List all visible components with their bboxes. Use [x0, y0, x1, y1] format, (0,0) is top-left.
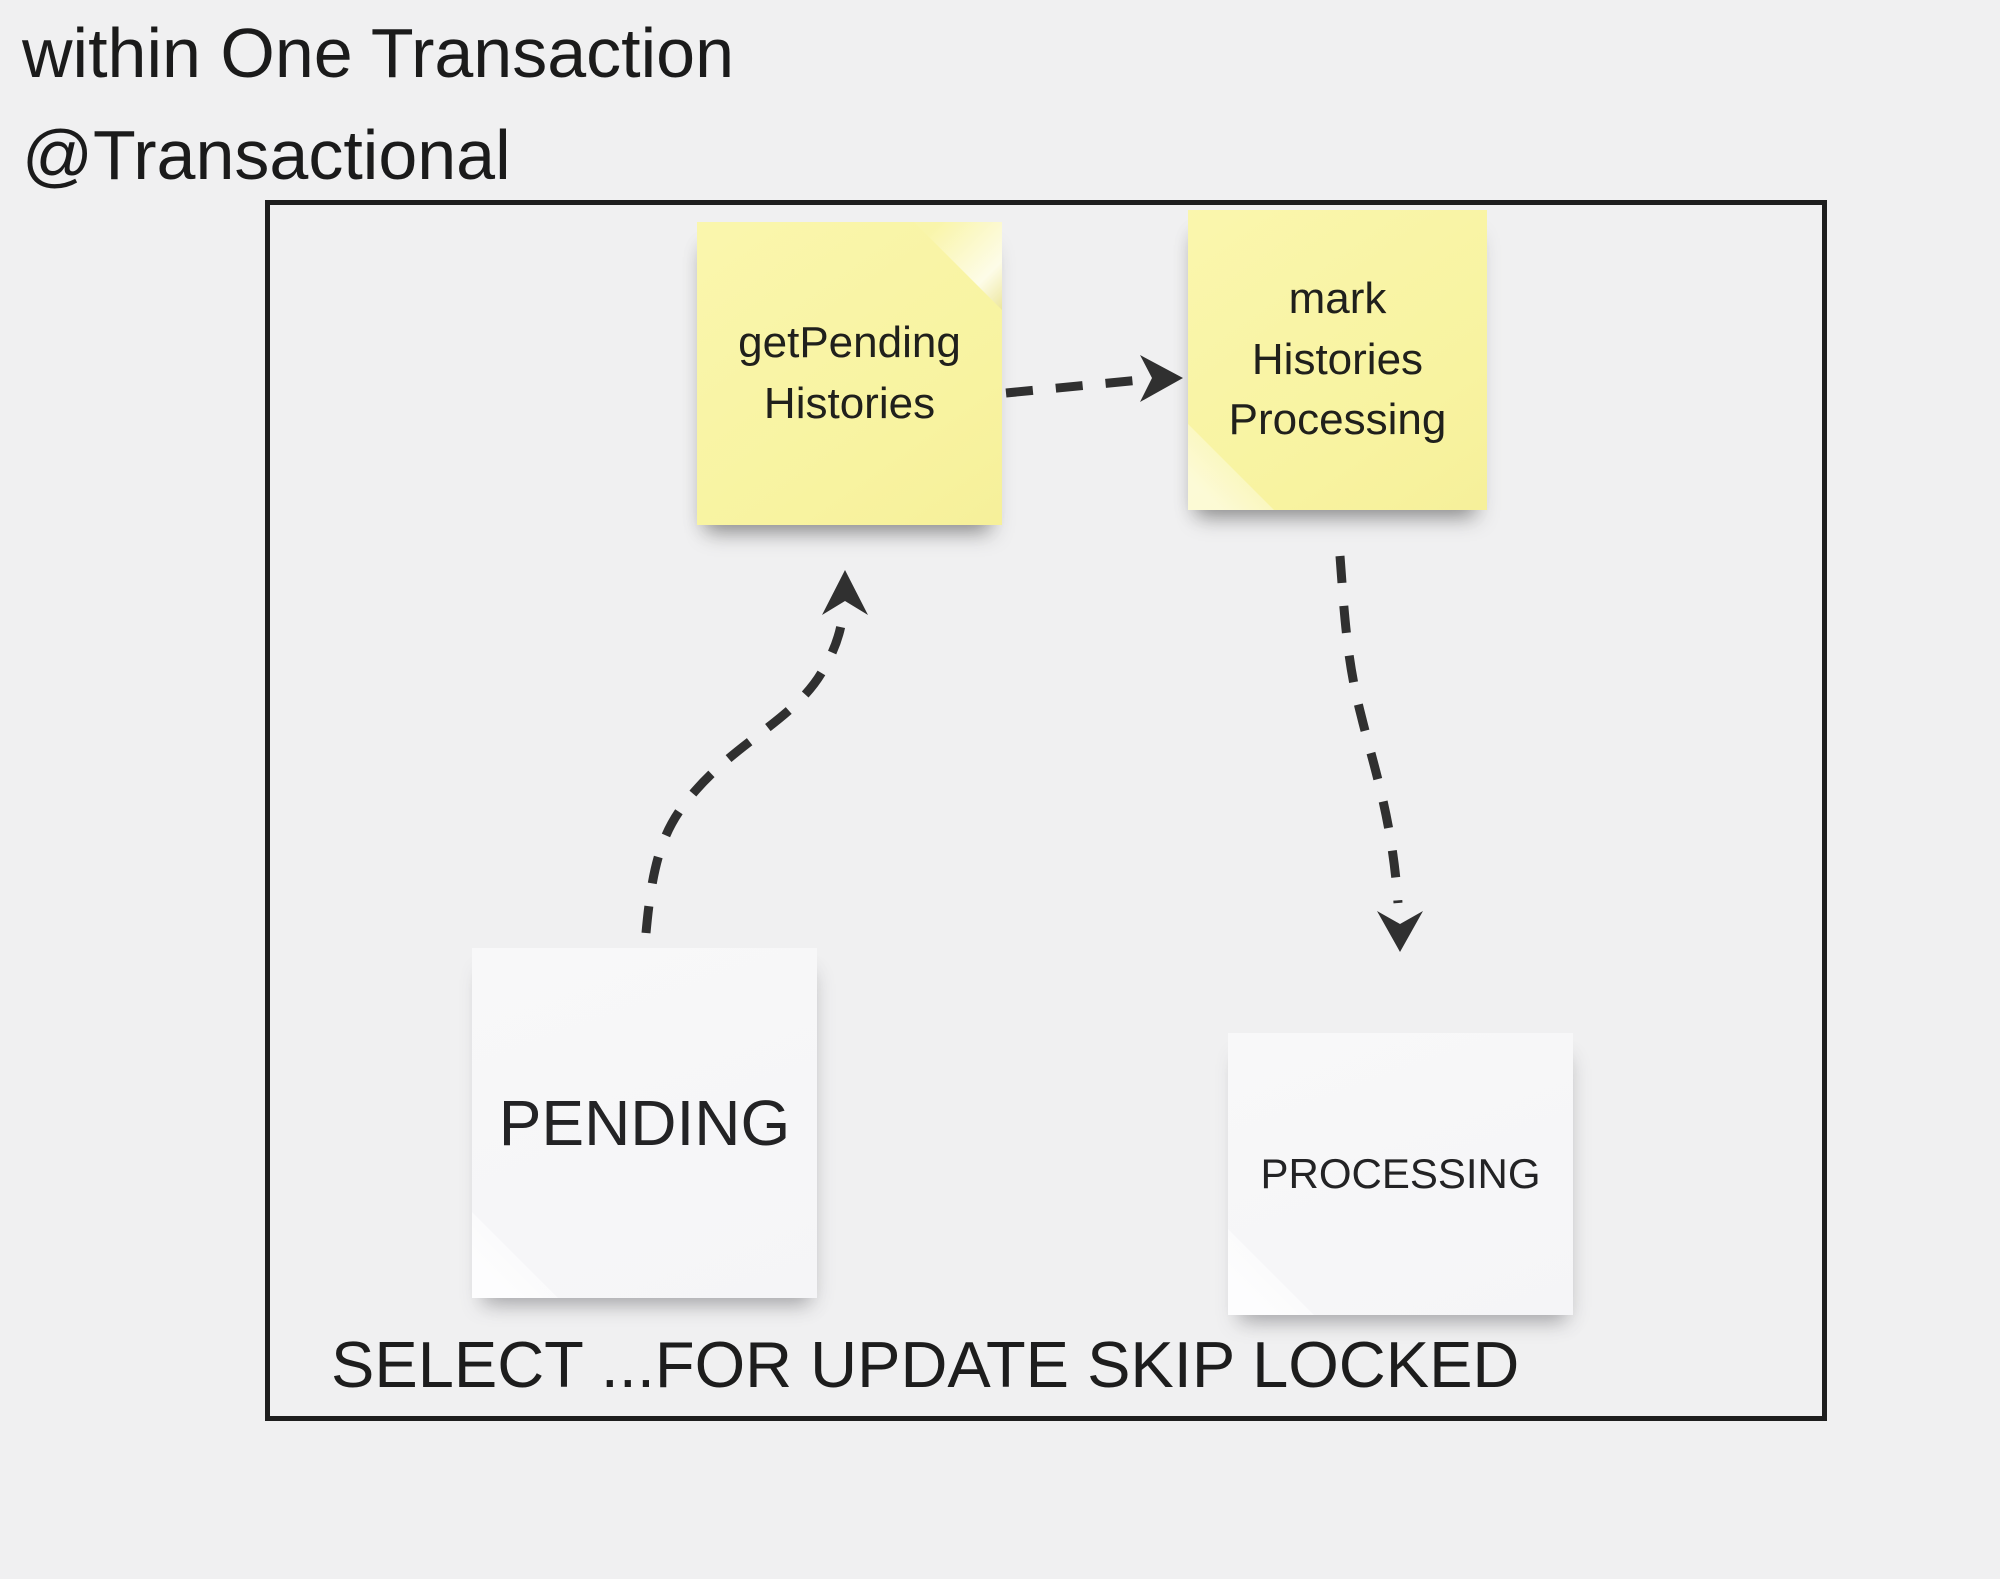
note-line: Histories [763, 378, 936, 428]
note-line: Histories [1251, 334, 1424, 384]
note-pending-state: PENDING [472, 948, 817, 1298]
note-line: PENDING [498, 1087, 791, 1159]
note-text: PROCESSING [1260, 1150, 1540, 1198]
note-text: getPending Histories [738, 313, 961, 434]
note-get-pending-histories: getPending Histories [697, 222, 1002, 525]
note-line: getPending [738, 317, 961, 367]
note-line: mark [1288, 273, 1387, 323]
note-line: PROCESSING [1260, 1150, 1541, 1197]
note-processing-state: PROCESSING [1228, 1033, 1573, 1315]
sql-caption: SELECT ...FOR UPDATE SKIP LOCKED [331, 1328, 1520, 1401]
note-text: mark Histories Processing [1229, 269, 1447, 451]
note-line: Processing [1228, 395, 1447, 445]
title-line-1: within One Transaction [22, 14, 735, 92]
title-line-2: @Transactional [22, 116, 511, 194]
page-title: within One Transaction @Transactional [22, 2, 734, 206]
transaction-boundary-box [265, 200, 1827, 1421]
note-text: PENDING [499, 1086, 791, 1160]
note-mark-histories-processing: mark Histories Processing [1188, 210, 1487, 510]
